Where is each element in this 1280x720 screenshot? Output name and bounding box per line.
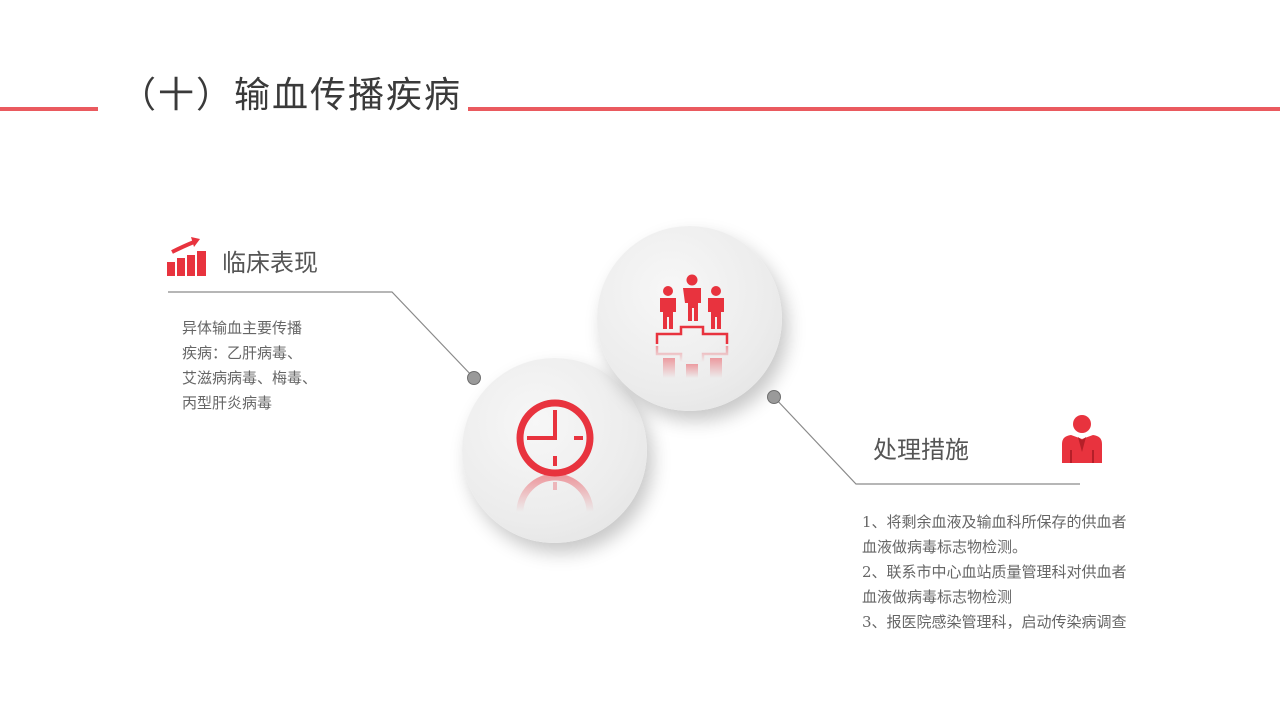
podium-people-icon [655, 270, 729, 380]
businessman-icon [1061, 414, 1103, 464]
connector-dot-left [467, 371, 481, 385]
text-line: 2、联系市中心血站质量管理科对供血者 [862, 563, 1127, 581]
text-line: 3、报医院感染管理科，启动传染病调查 [862, 613, 1127, 631]
clinical-description: 异体输血主要传播 疾病：乙肝病毒、 艾滋病病毒、梅毒、 丙型肝炎病毒 [182, 316, 352, 416]
measures-description: 1、将剩余血液及输血科所保存的供血者 血液做病毒标志物检测。 2、联系市中心血站… [862, 510, 1162, 635]
text-line: 异体输血主要传播 [182, 319, 303, 337]
text-line: 血液做病毒标志物检测。 [862, 538, 1028, 556]
text-line: 艾滋病病毒、梅毒、 [182, 369, 318, 387]
section-title-measures: 处理措施 [873, 436, 969, 464]
connector-dot-right [767, 390, 781, 404]
bar-chart-growth-icon [166, 236, 210, 276]
circle-top [597, 226, 782, 411]
text-line: 丙型肝炎病毒 [182, 394, 273, 412]
page-title: （十）输血传播疾病 [120, 75, 463, 116]
section-title-clinical: 临床表现 [222, 249, 318, 277]
clock-icon [514, 398, 596, 522]
circle-bottom [462, 358, 647, 543]
title-rule-right [468, 107, 1280, 111]
text-line: 1、将剩余血液及输血科所保存的供血者 [862, 513, 1127, 531]
title-rule-left [0, 107, 98, 111]
text-line: 血液做病毒标志物检测 [862, 588, 1013, 606]
text-line: 疾病：乙肝病毒、 [182, 344, 303, 362]
